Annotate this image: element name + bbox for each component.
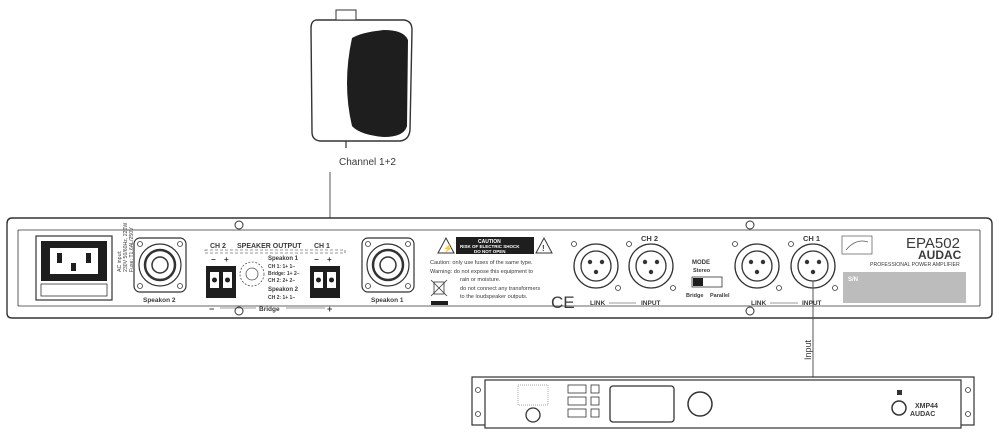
speakon-1-connector xyxy=(361,237,415,293)
speakon2-legend-title: Speakon 2 xyxy=(268,287,299,293)
ch1-link-label: LINK xyxy=(751,300,766,307)
ce-mark: CE xyxy=(551,293,575,312)
speakon2-legend-line-1: CH 2: 1+ 1− xyxy=(268,295,295,301)
lightning-icon: ⚡ xyxy=(443,243,453,253)
warning-line-4: do not connect any transformers xyxy=(460,286,540,292)
ac-inlet xyxy=(35,235,113,301)
ch2-terminal-block xyxy=(206,266,236,298)
xlr-ch1-input xyxy=(788,241,838,291)
mode-bridge: Bridge xyxy=(686,293,703,299)
input-connection-label: Input xyxy=(803,339,813,360)
source-device-model: XMP44 xyxy=(915,403,938,410)
amplifier-subtitle: PROFESSIONAL POWER AMPLIFIER xyxy=(870,262,960,268)
panel-screws xyxy=(234,220,755,316)
serial-number-box xyxy=(843,272,966,303)
amplifier-rear-panel xyxy=(6,217,993,319)
ch2-minus: − xyxy=(211,255,216,264)
ch1-minus: − xyxy=(314,255,319,264)
warning-line-3: rain or moisture. xyxy=(460,277,501,283)
weee-bin-icon xyxy=(430,279,448,297)
caution-title: CAUTION xyxy=(478,239,501,245)
speakon-2-label: Speakon 2 xyxy=(143,297,176,304)
speakon1-legend-line-3: CH 2: 2+ 2− xyxy=(268,278,295,284)
ch1-terminal-block xyxy=(310,266,340,298)
speakon1-legend-title: Speakon 1 xyxy=(268,256,299,262)
ch2-output-label: CH 2 xyxy=(210,243,226,250)
speakon1-legend-line-2: Bridge: 1+ 2− xyxy=(268,271,300,277)
mode-stereo: Stereo xyxy=(693,268,711,274)
caution-line-2: DO NOT OPEN xyxy=(474,249,506,254)
ch2-input-label: INPUT xyxy=(641,300,661,307)
ch1-plus: + xyxy=(327,255,332,264)
speaker-cabinet xyxy=(310,9,413,148)
warning-line-5: to the loudspeaker outputs. xyxy=(460,294,528,300)
mode-switch[interactable] xyxy=(691,276,723,288)
bridge-label: Bridge xyxy=(259,306,280,313)
xlr-ch1-link xyxy=(732,241,782,291)
speakon-pinout-diagram xyxy=(239,261,265,287)
source-device-brand: AUDAC xyxy=(910,411,935,418)
caution-label: ⚡ ! xyxy=(437,236,553,254)
xlr-ch2-input xyxy=(626,241,676,291)
serial-label: S/N xyxy=(848,277,858,283)
mode-title: MODE xyxy=(692,260,710,266)
xlr-ch2-link xyxy=(571,241,621,291)
speakon1-legend-line-1: CH 1: 1+ 1− xyxy=(268,264,295,270)
ch1-output-label: CH 1 xyxy=(314,243,330,250)
source-device-front xyxy=(471,376,975,429)
ch2-plus: + xyxy=(224,255,229,264)
amplifier-model: EPA502 xyxy=(906,235,960,252)
mode-switch-knob xyxy=(693,278,703,286)
weee-bar xyxy=(431,301,448,305)
ac-input-line-2: 230V 50/60Hz, 220W xyxy=(123,223,129,272)
warning-line-1: Caution: only use fuses of the same type… xyxy=(430,260,533,266)
ch2-link-label: LINK xyxy=(590,300,605,307)
speakon-2-connector xyxy=(133,237,187,293)
ac-input-specs: AC input: 230V 50/60Hz, 220W Fuse: T1.6A… xyxy=(117,223,135,272)
speaker-output-label: SPEAKER OUTPUT xyxy=(237,243,302,250)
exclamation-icon: ! xyxy=(542,244,545,253)
bridge-minus: − xyxy=(209,304,214,314)
certification-logo xyxy=(841,235,873,255)
speakon-1-label: Speakon 1 xyxy=(371,297,404,304)
speaker-connection-label: Channel 1+2 xyxy=(339,157,396,168)
bridge-plus: + xyxy=(327,304,332,314)
ac-input-line-1: AC input: xyxy=(117,251,123,272)
ac-input-line-3: Fuse: T1.6AL/250V xyxy=(129,227,135,272)
warning-line-2: Warning: do not expose this equipment to xyxy=(430,269,533,275)
caution-line-1: RISK OF ELECTRIC SHOCK xyxy=(460,244,520,249)
xlr-ch1-label: CH 1 xyxy=(803,234,820,243)
ch1-input-label: INPUT xyxy=(802,300,822,307)
mode-parallel: Parallel xyxy=(710,293,730,299)
amplifier-brand: AUDAC xyxy=(918,248,962,262)
xlr-ch2-label: CH 2 xyxy=(641,234,658,243)
